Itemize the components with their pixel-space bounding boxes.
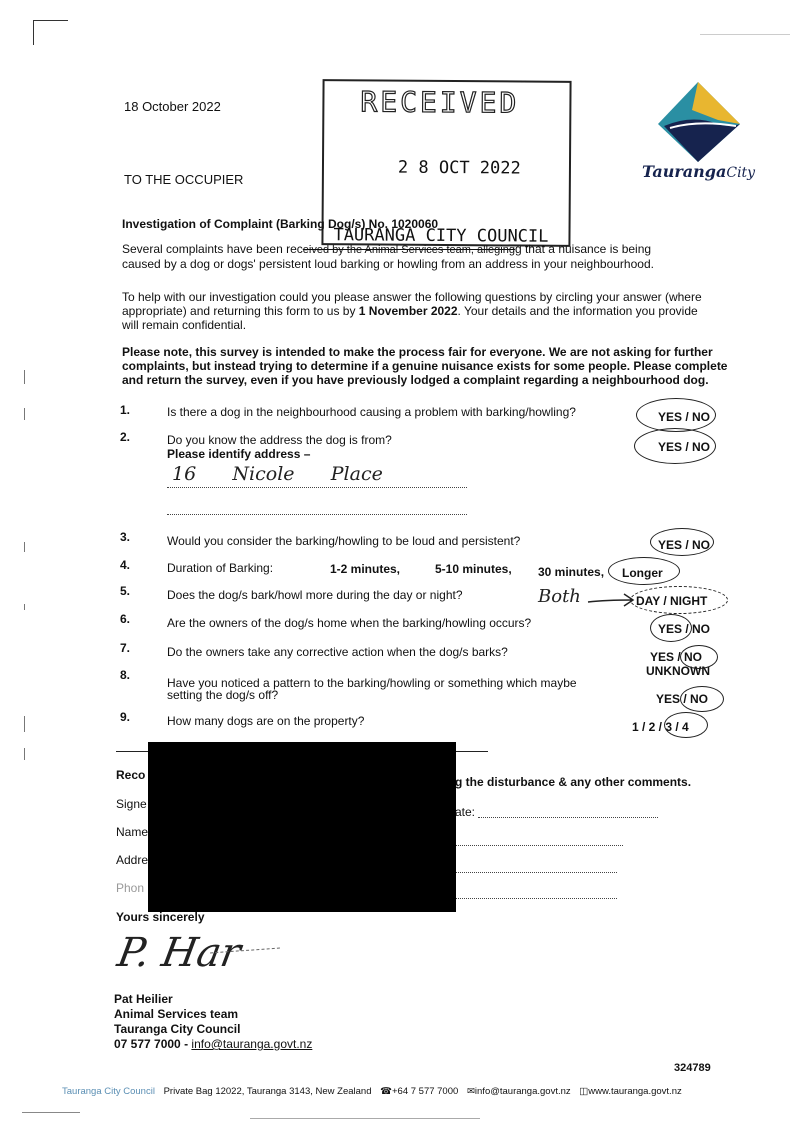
p2-line-1: To help with our investigation could you… bbox=[122, 290, 702, 304]
signed-label: Signe bbox=[116, 797, 147, 811]
signature: P. Har bbox=[114, 930, 244, 976]
sender-team: Animal Services team bbox=[114, 1007, 239, 1021]
stamp-received-text: RECEIVED bbox=[360, 85, 520, 120]
p2-line-2c: . Your details and the information you p… bbox=[457, 304, 698, 318]
scan-bottom-line-2 bbox=[250, 1118, 480, 1119]
address-label: Addre bbox=[116, 853, 149, 867]
tauranga-city-logo: TaurangaCity bbox=[640, 80, 770, 190]
q5-answer-circle bbox=[630, 586, 728, 614]
footer-email[interactable]: info@tauranga.govt.nz bbox=[474, 1086, 571, 1097]
p2-line-2a: appropriate) and returning this form to … bbox=[122, 304, 359, 318]
name-label: Name bbox=[116, 825, 149, 839]
logo-text-city: City bbox=[726, 165, 756, 181]
p2-line-3: will remain confidential. bbox=[122, 318, 247, 332]
q5-handwritten-answer: Both bbox=[538, 586, 581, 607]
q3-text: Would you consider the barking/howling t… bbox=[167, 534, 521, 548]
stamp-date: 2 8 OCT 2022 bbox=[397, 157, 521, 179]
logo-text-main: Tauranga bbox=[642, 162, 727, 181]
arrow-icon bbox=[587, 593, 635, 607]
q1-text: Is there a dog in the neighbourhood caus… bbox=[167, 405, 576, 419]
phone-icon: ☎ bbox=[380, 1086, 392, 1097]
scan-bottom-line bbox=[22, 1112, 80, 1113]
q2-address-line-1 bbox=[167, 487, 467, 488]
redaction-block bbox=[148, 742, 456, 912]
p3-line-1: Please note, this survey is intended to … bbox=[122, 345, 713, 359]
scan-corner-mark bbox=[33, 20, 68, 45]
footer-phone: +64 7 577 7000 bbox=[391, 1086, 459, 1097]
margin-marks bbox=[24, 370, 26, 800]
q2-address-line-2 bbox=[167, 514, 467, 515]
p3-line-3: and return the survey, even if you have … bbox=[122, 373, 709, 387]
q6-text: Are the owners of the dog/s home when th… bbox=[167, 616, 532, 630]
sender-org: Tauranga City Council bbox=[114, 1022, 241, 1036]
footer-org: Tauranga City Council bbox=[62, 1086, 155, 1097]
q2-sub-label: Please identify address – bbox=[167, 447, 311, 461]
p1-text-b: g that a nuisance is being bbox=[514, 242, 652, 256]
scan-edge-line bbox=[700, 34, 790, 35]
letter-date: 18 October 2022 bbox=[124, 99, 221, 114]
q9-number: 9. bbox=[120, 710, 131, 724]
p1-text-a: Several complaints have been rec bbox=[122, 242, 303, 256]
q8-answer-circle bbox=[680, 686, 724, 712]
q4-option-3: 30 minutes, bbox=[538, 565, 605, 579]
q6-number: 6. bbox=[120, 612, 131, 626]
q1-number: 1. bbox=[120, 403, 131, 417]
q4-text: Duration of Barking: bbox=[167, 561, 274, 575]
address-line bbox=[455, 872, 617, 873]
q4-option-2: 5-10 minutes, bbox=[435, 562, 512, 576]
date-label: ate: bbox=[455, 805, 476, 819]
phone-line bbox=[455, 898, 617, 899]
web-icon: ◫ bbox=[579, 1086, 589, 1097]
sender-email-link[interactable]: info@tauranga.govt.nz bbox=[191, 1037, 313, 1051]
q9-text: How many dogs are on the property? bbox=[167, 714, 365, 728]
p1-line-2: caused by a dog or dogs' persistent loud… bbox=[122, 257, 654, 271]
record-heading-right: g the disturbance & any other comments. bbox=[455, 775, 692, 789]
sender-block: Pat Heilier Animal Services team Taurang… bbox=[114, 992, 312, 1052]
sender-name: Pat Heilier bbox=[114, 992, 173, 1006]
phone-label: Phon bbox=[116, 881, 145, 895]
logo-diamond-icon bbox=[658, 82, 740, 162]
date-line bbox=[478, 817, 658, 818]
q1-answer-circle bbox=[636, 398, 716, 432]
footer-web[interactable]: www.tauranga.govt.nz bbox=[588, 1086, 682, 1097]
p2-deadline: 1 November 2022 bbox=[358, 304, 458, 318]
q2-handwritten-address: 16 Nicole Place bbox=[172, 463, 383, 485]
sender-phone: 07 577 7000 - bbox=[114, 1037, 192, 1051]
footer: Tauranga City Council Private Bag 12022,… bbox=[62, 1086, 682, 1097]
q5-text: Does the dog/s bark/howl more during the… bbox=[167, 588, 463, 602]
paragraph-3: Please note, this survey is intended to … bbox=[122, 345, 728, 387]
name-line bbox=[455, 845, 623, 846]
q4-option-1: 1-2 minutes, bbox=[330, 562, 401, 576]
q8-text-line-2: setting the dog/s off? bbox=[167, 688, 279, 702]
subject-line: Investigation of Complaint (Barking Dog/… bbox=[122, 217, 439, 231]
recipient: TO THE OCCUPIER bbox=[124, 172, 244, 187]
footer-address: Private Bag 12022, Tauranga 3143, New Ze… bbox=[163, 1086, 372, 1097]
closing-text: Yours sincerely bbox=[116, 910, 205, 924]
q8-text-line-1: Have you noticed a pattern to the barkin… bbox=[167, 676, 577, 690]
signature-handwriting: P. Har bbox=[113, 930, 245, 976]
q6-answer-circle bbox=[650, 614, 692, 642]
q3-answer-circle bbox=[650, 528, 714, 556]
q5-number: 5. bbox=[120, 584, 131, 598]
paragraph-2: To help with our investigation could you… bbox=[122, 290, 722, 332]
reference-number: 324789 bbox=[674, 1062, 711, 1074]
q7-number: 7. bbox=[120, 641, 131, 655]
q4-answer-circle bbox=[608, 557, 680, 585]
record-heading-partial: Reco bbox=[116, 768, 146, 782]
q3-number: 3. bbox=[120, 530, 131, 544]
q2-text: Do you know the address the dog is from? bbox=[167, 433, 392, 447]
p3-line-2: complaints, but instead trying to determ… bbox=[122, 359, 728, 373]
paragraph-1: Several complaints have been received by… bbox=[122, 242, 722, 271]
q8-number: 8. bbox=[120, 668, 131, 682]
q2-number: 2. bbox=[120, 430, 131, 444]
q7-text: Do the owners take any corrective action… bbox=[167, 645, 508, 659]
email-icon: ✉ bbox=[466, 1086, 475, 1097]
q9-answer-circle bbox=[664, 712, 708, 738]
q7-answer-circle bbox=[680, 645, 718, 669]
p1-struck-text: eived by the Animal Services team, alleg… bbox=[302, 244, 515, 256]
q4-number: 4. bbox=[120, 558, 131, 572]
q2-answer-circle bbox=[634, 428, 716, 464]
